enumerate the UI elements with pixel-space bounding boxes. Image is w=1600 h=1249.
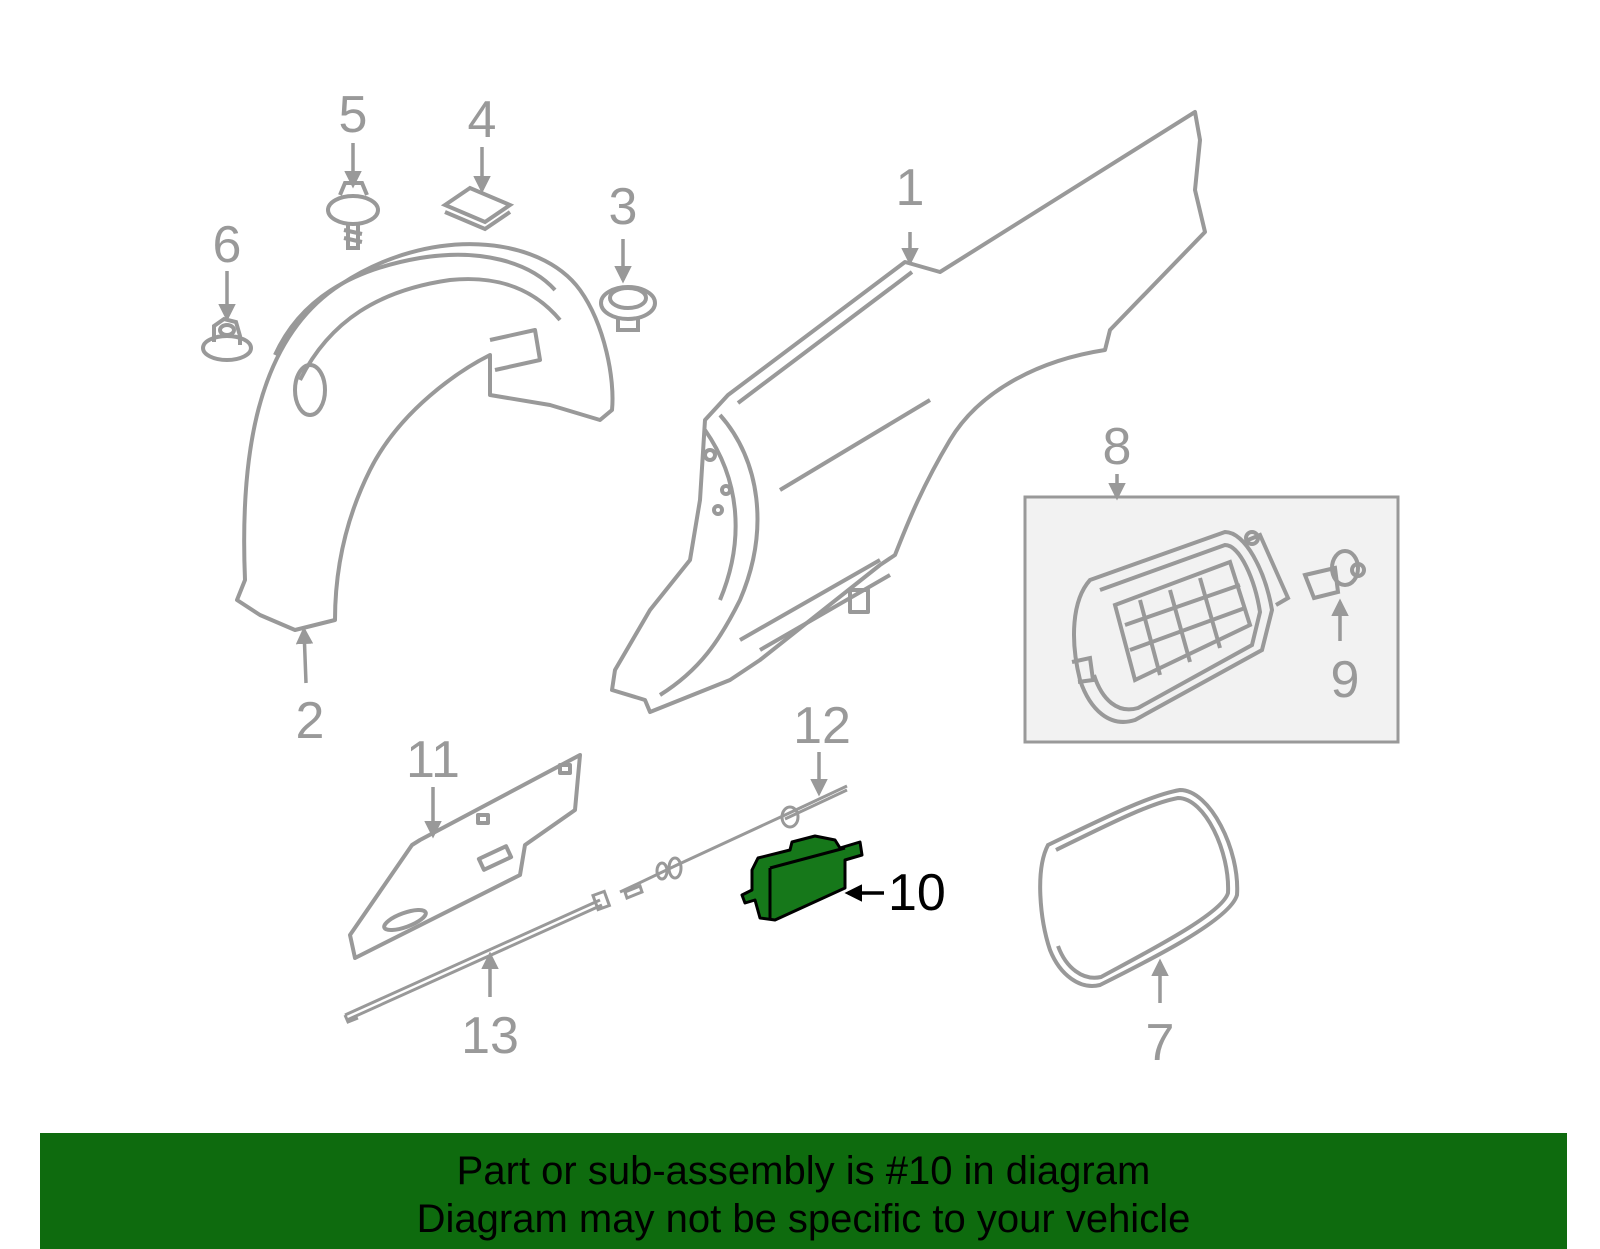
fuel-door-actuator-part [740, 834, 864, 922]
handle-cable-part [343, 889, 612, 1024]
callout-8: 8 [1103, 418, 1132, 476]
release-cable-part [619, 784, 848, 900]
bracket-part [348, 753, 582, 960]
quarter-panel-part [610, 110, 1207, 714]
callout-6: 6 [213, 216, 242, 274]
screw-part [326, 181, 380, 250]
callout-11: 11 [406, 731, 460, 789]
push-clip-part [599, 285, 657, 332]
callout-5: 5 [339, 86, 368, 144]
callout-3: 3 [609, 178, 638, 236]
callout-9: 9 [1331, 651, 1360, 709]
callout-7: 7 [1146, 1014, 1175, 1072]
fuel-door-part [1038, 787, 1240, 988]
pad-part [440, 185, 515, 232]
banner-line-1: Part or sub-assembly is #10 in diagram [456, 1149, 1151, 1193]
wheelhouse-liner-part [235, 242, 615, 632]
parts-diagram: 1 2 3 4 5 6 7 8 9 11 12 13 10 [201, 86, 1400, 1072]
callout-4: 4 [468, 91, 497, 149]
leader-lines [218, 143, 1349, 1003]
info-banner: Part or sub-assembly is #10 in diagram D… [40, 1133, 1567, 1249]
callout-1: 1 [896, 159, 925, 217]
nut-part [201, 316, 253, 362]
callout-10: 10 [888, 864, 946, 922]
bumper-part [1302, 549, 1366, 601]
housing-part [1023, 495, 1400, 744]
callout-13: 13 [461, 1007, 519, 1065]
banner-line-2: Diagram may not be specific to your vehi… [416, 1197, 1191, 1241]
callout-2: 2 [296, 692, 325, 750]
callout-12: 12 [793, 697, 851, 755]
